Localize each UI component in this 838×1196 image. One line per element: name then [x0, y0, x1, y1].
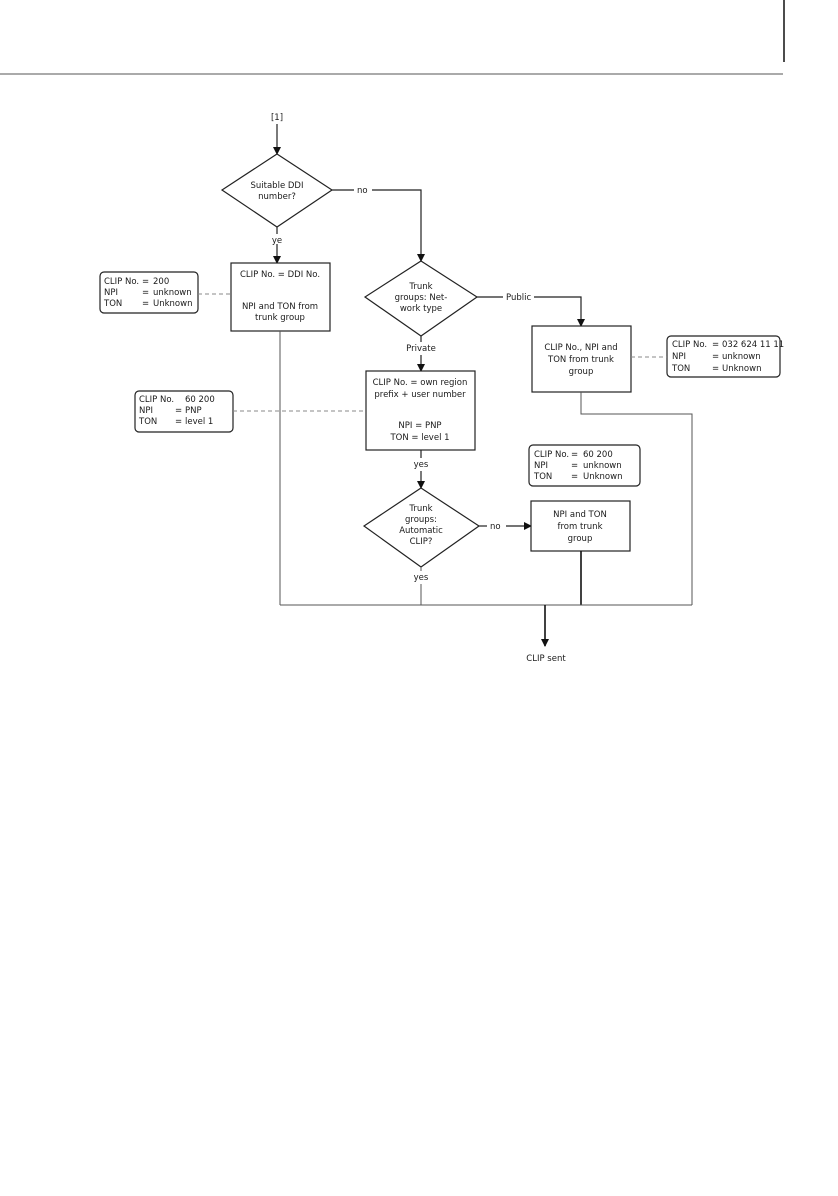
note-left-r1-eq: = [142, 277, 149, 287]
note-left-r1-v: 200 [153, 277, 169, 287]
note-public-r1-v: 032 624 11 11 [722, 340, 784, 350]
note-public-r3-eq: = [712, 364, 719, 374]
label-no-auto: no [490, 522, 501, 532]
note-left-r3-v: Unknown [153, 299, 192, 309]
box-private [365, 370, 476, 451]
decision-network-line3: work type [400, 304, 442, 314]
note-left-r3-k: TON [103, 299, 122, 309]
note-public-r1-k: CLIP No. [672, 340, 707, 350]
box-auto [530, 500, 631, 552]
note-auto-r2-eq: = [571, 461, 578, 471]
public-return-line [580, 392, 693, 605]
decision-auto-line1: Trunk [408, 504, 432, 514]
decision-auto-line2: groups: [405, 515, 437, 525]
box-private-line1: CLIP No. = own region [373, 378, 468, 388]
ddi-yes-label-bg [270, 234, 284, 244]
note-left-r3-eq: = [142, 299, 149, 309]
note-private-r1-v: 60 200 [185, 395, 215, 405]
box-auto-line3: group [568, 534, 593, 544]
note-auto-r3-eq: = [571, 472, 578, 482]
decision-network-line1: Trunk [408, 282, 432, 292]
note-left-r1-k: CLIP No. [104, 277, 139, 287]
note-private-r3-eq: = [175, 417, 182, 427]
public-line-b [534, 296, 585, 327]
ddi-yes-label: ye [272, 236, 282, 246]
note-auto [528, 444, 641, 487]
note-left-r2-k: NPI [104, 288, 118, 298]
note-public-r2-k: NPI [672, 352, 686, 362]
box-ddi-line2: NPI and TON from [242, 302, 318, 312]
note-left-r2-v: unknown [153, 288, 192, 298]
note-public-r1-eq: = [712, 340, 719, 350]
decision-auto-line3: Automatic [399, 526, 443, 536]
box-private-line2: prefix + user number [374, 390, 466, 400]
label-yes-auto: yes [414, 573, 429, 583]
note-private-r2-eq: = [175, 406, 182, 416]
decision-ddi-line1: Suitable DDI [251, 181, 304, 191]
note-auto-r2-v: unknown [583, 461, 622, 471]
box-public [531, 325, 632, 393]
note-left [99, 271, 199, 314]
note-private-r2-v: PNP [185, 406, 202, 416]
box-ddi [230, 262, 331, 332]
note-auto-r1-k: CLIP No. [534, 450, 569, 460]
note-auto-r2-k: NPI [534, 461, 548, 471]
box-public-line1: CLIP No., NPI and [544, 343, 617, 353]
decision-auto-line4: CLIP? [410, 537, 433, 547]
note-public-r2-v: unknown [722, 352, 761, 362]
note-private-r2-k: NPI [139, 406, 153, 416]
note-auto-r1-v: 60 200 [583, 450, 613, 460]
note-private-r3-k: TON [138, 417, 157, 427]
box-public-line3: group [569, 367, 594, 377]
ddi-no-line-b [372, 189, 425, 262]
start-label: [1] [271, 113, 283, 123]
note-public-r3-k: TON [671, 364, 690, 374]
label-yes-private: yes [414, 460, 429, 470]
ddi-no-label: no [357, 186, 368, 196]
end-label: CLIP sent [526, 654, 566, 664]
note-private-r3-v: level 1 [185, 417, 213, 427]
box-public-line2: TON from trunk [547, 355, 614, 365]
box-auto-line1: NPI and TON [553, 510, 607, 520]
note-private-r1-k: CLIP No. [139, 395, 174, 405]
label-private: Private [406, 344, 436, 354]
label-public: Public [506, 293, 531, 303]
note-public-r2-eq: = [712, 352, 719, 362]
decision-ddi-line2: number? [258, 192, 296, 202]
note-public-r3-v: Unknown [722, 364, 761, 374]
note-left-r2-eq: = [142, 288, 149, 298]
box-ddi-line3: trunk group [255, 313, 305, 323]
note-auto-r3-k: TON [533, 472, 552, 482]
box-auto-line2: from trunk [557, 522, 602, 532]
decision-network-line2: groups: Net- [395, 293, 448, 303]
note-auto-r3-v: Unknown [583, 472, 622, 482]
box-private-line3: NPI = PNP [398, 421, 441, 431]
box-ddi-line1: CLIP No. = DDI No. [240, 270, 320, 280]
note-auto-r1-eq: = [571, 450, 578, 460]
box-private-line4: TON = level 1 [389, 433, 449, 443]
